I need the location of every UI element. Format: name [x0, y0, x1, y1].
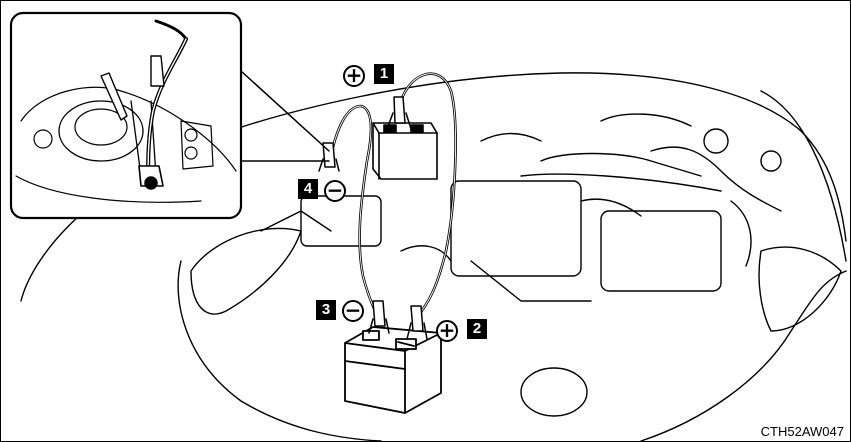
negative-symbol-3: −	[342, 300, 364, 322]
negative-symbol-4: −	[324, 180, 346, 202]
positive-cable-inner	[400, 73, 457, 320]
hose-right	[650, 146, 782, 212]
booster-battery	[344, 326, 442, 414]
engine-detail-2	[470, 260, 592, 302]
hose-right-2	[730, 200, 752, 267]
dead-battery	[372, 122, 438, 180]
step-badge-4: 4	[298, 179, 318, 199]
clamp-2	[406, 305, 428, 340]
body-lower	[177, 260, 382, 441]
body-lower-right	[640, 270, 847, 441]
negative-cable	[329, 104, 381, 323]
step-badge-2: 2	[467, 319, 487, 339]
reservoir-cap-2	[760, 150, 782, 172]
intake-pipe-2	[520, 173, 722, 192]
positive-symbol-1: +	[343, 65, 365, 87]
engine-detail-1	[400, 245, 452, 262]
callout-line-top	[240, 70, 330, 152]
headlight-left	[190, 227, 302, 315]
emblem-oval	[520, 367, 588, 417]
engine-detail-3	[260, 210, 332, 232]
clamp-1	[386, 96, 412, 130]
engine-block-center	[450, 180, 582, 277]
engine-detail-5	[480, 132, 542, 142]
step-badge-1: 1	[374, 64, 394, 84]
clamp-3	[368, 300, 390, 334]
engine-block-right	[600, 210, 722, 292]
clamp-4	[318, 142, 340, 172]
positive-symbol-2: +	[436, 320, 458, 342]
step-badge-3: 3	[316, 300, 336, 320]
headlight-right	[758, 246, 842, 332]
figure-code: CTH52AW047	[760, 424, 844, 439]
engine-block-left	[300, 195, 382, 247]
fender-right	[760, 90, 847, 262]
inset-detail	[9, 11, 243, 220]
positive-cable	[399, 72, 457, 321]
engine-detail-4	[580, 198, 642, 217]
negative-cable-inner	[330, 105, 380, 322]
engine-detail-6	[600, 113, 692, 127]
intake-pipe	[540, 152, 702, 177]
reservoir-cap	[703, 128, 729, 154]
